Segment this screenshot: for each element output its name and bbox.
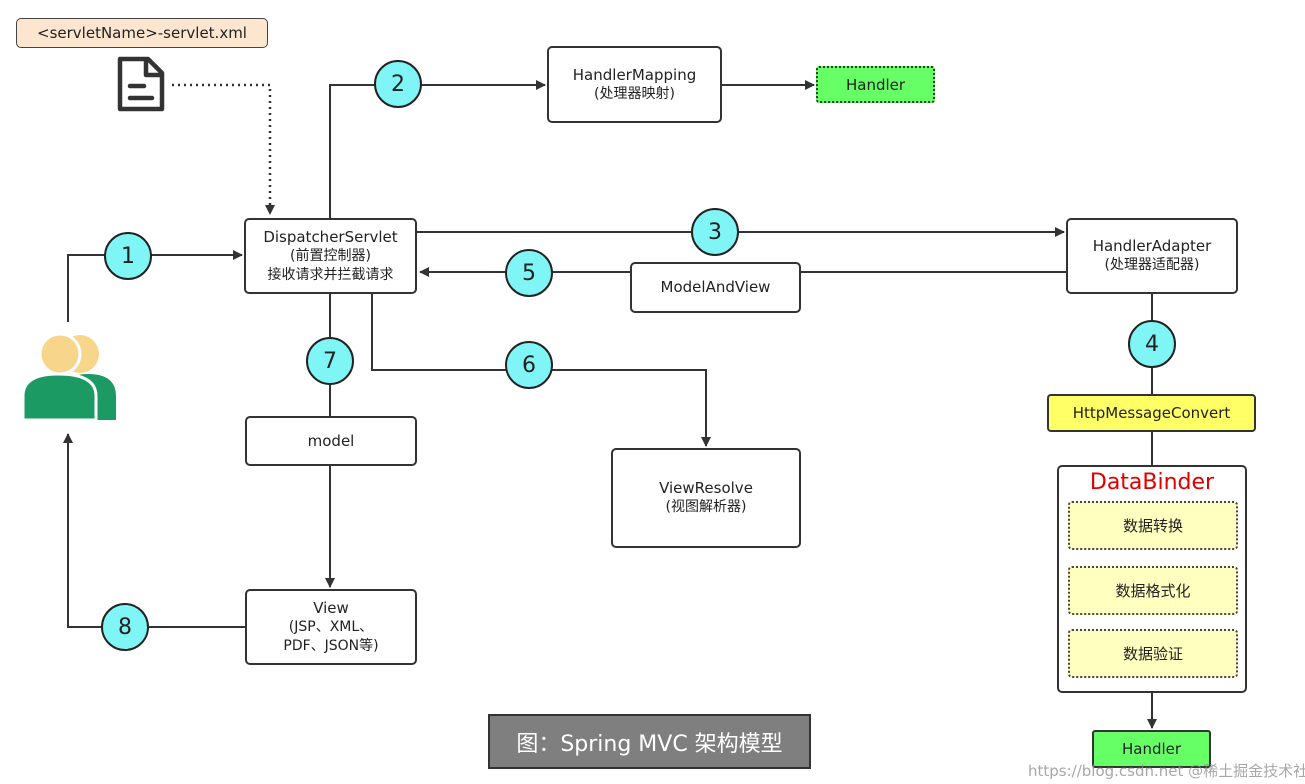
view-sub1: (JSP、XML、 xyxy=(288,618,374,635)
http-message-convert-box: HttpMessageConvert xyxy=(1047,394,1256,432)
dispatcher-servlet-box: DispatcherServlet (前置控制器) 接收请求并拦截请求 xyxy=(244,218,417,294)
handler-top-box: Handler xyxy=(816,66,935,103)
watermark-text: https://blog.csdn.net @稀土掘金技术社区 xyxy=(1028,762,1305,780)
step-6-badge: 6 xyxy=(505,341,553,389)
step-1-badge: 1 xyxy=(104,232,152,280)
handler-adapter-sub: (处理器适配器) xyxy=(1104,257,1200,273)
step-8-badge: 8 xyxy=(101,603,149,651)
dispatcher-title: DispatcherServlet xyxy=(263,227,398,246)
data-binder-item: 数据验证 xyxy=(1068,629,1238,678)
arrow-2 xyxy=(329,80,546,218)
handler-bottom-box: Handler xyxy=(1092,730,1211,768)
step-7-badge: 7 xyxy=(306,337,354,385)
arrow-8 xyxy=(63,433,245,628)
model-and-view-box: ModelAndView xyxy=(630,262,801,313)
data-binder-item: 数据转换 xyxy=(1068,501,1238,550)
view-title: View xyxy=(313,598,349,617)
handler-adapter-box: HandlerAdapter (处理器适配器) xyxy=(1066,218,1238,294)
dispatcher-sub2: 接收请求并拦截请求 xyxy=(267,266,394,283)
handler-mapping-sub: (处理器映射) xyxy=(594,85,675,102)
step-4-badge: 4 xyxy=(1128,320,1176,368)
view-box: View (JSP、XML、 PDF、JSON等) xyxy=(245,589,417,665)
arrow-1 xyxy=(67,250,243,322)
step-2-badge: 2 xyxy=(374,60,422,108)
handler-adapter-title: HandlerAdapter xyxy=(1092,237,1212,255)
data-binder-item: 数据格式化 xyxy=(1068,566,1238,615)
dispatcher-sub1: (前置控制器) xyxy=(290,247,371,264)
model-and-view-label: ModelAndView xyxy=(660,278,771,296)
handler-mapping-box: HandlerMapping (处理器映射) xyxy=(547,46,722,123)
config-file-label: <servletName>-servlet.xml xyxy=(16,18,268,48)
view-resolve-box: ViewResolve (视图解析器) xyxy=(611,448,801,548)
view-sub2: PDF、JSON等) xyxy=(283,637,379,654)
model-label: model xyxy=(307,431,355,450)
diagram-caption: 图：Spring MVC 架构模型 xyxy=(488,714,811,769)
config-connector xyxy=(172,83,275,215)
step-3-badge: 3 xyxy=(691,208,739,256)
view-resolve-title: ViewResolve xyxy=(659,479,753,497)
user-group-icon xyxy=(22,334,116,422)
step-5-badge: 5 xyxy=(505,249,553,297)
document-icon xyxy=(117,56,165,112)
data-binder-title: DataBinder xyxy=(1089,470,1215,495)
model-box: model xyxy=(245,416,417,466)
data-binder-box: DataBinder 数据转换 数据格式化 数据验证 xyxy=(1057,465,1247,693)
handler-mapping-title: HandlerMapping xyxy=(572,65,697,84)
view-resolve-sub: (视图解析器) xyxy=(665,499,747,515)
